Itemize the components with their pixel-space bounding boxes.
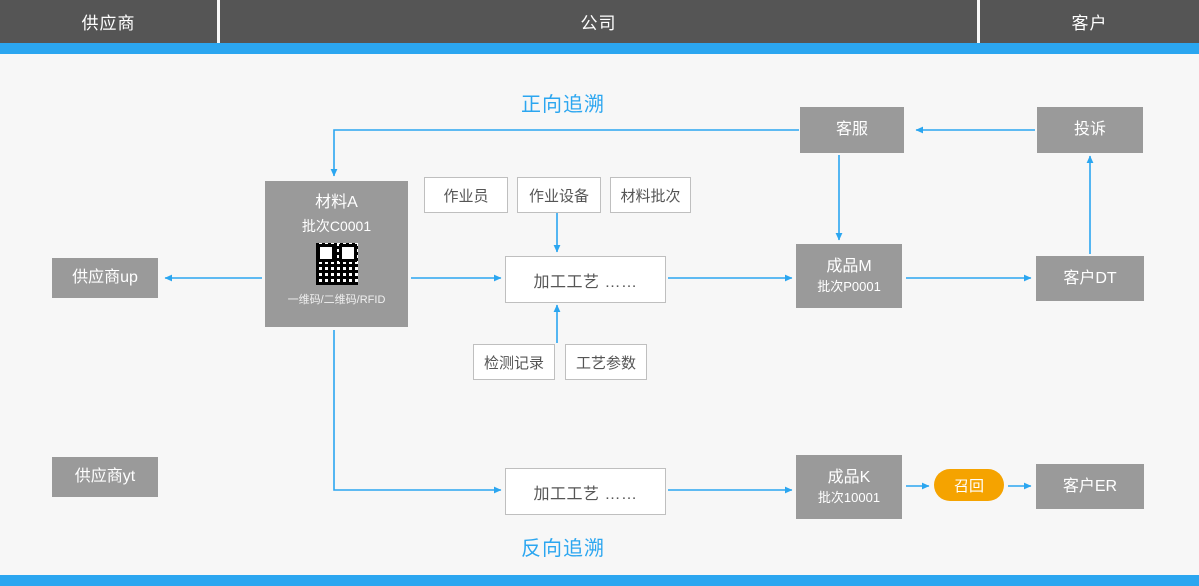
attr-equipment[interactable]: 作业设备	[517, 177, 601, 213]
header-label-supplier: 供应商	[81, 14, 136, 33]
node-customer-er-label: 客户ER	[1062, 477, 1118, 495]
attr-operator-label: 作业员	[443, 187, 489, 205]
node-customer-service[interactable]: 客服	[800, 107, 904, 153]
node-supplier-yt[interactable]: 供应商yt	[52, 457, 158, 497]
node-customer-er[interactable]: 客户ER	[1036, 464, 1144, 509]
node-process-bottom-label: 加工工艺 ……	[533, 485, 638, 503]
node-process-top[interactable]: 加工工艺 ……	[505, 256, 666, 303]
node-product-k-batch: 批次10001	[817, 490, 881, 506]
attr-equipment-label: 作业设备	[528, 187, 589, 205]
node-complaint-label: 投诉	[1073, 121, 1106, 139]
node-customer-service-label: 客服	[835, 121, 868, 139]
attr-process-parameter-label: 工艺参数	[575, 354, 636, 372]
attr-inspection-record[interactable]: 检测记录	[473, 344, 555, 380]
node-material-a[interactable]: 材料A 批次C0001 一维码/二维码/RFID	[265, 181, 408, 327]
attr-inspection-record-label: 检测记录	[483, 354, 544, 372]
node-customer-dt[interactable]: 客户DT	[1036, 256, 1144, 301]
material-name: 材料A	[315, 194, 358, 211]
attr-operator[interactable]: 作业员	[424, 177, 508, 213]
header-column-customer: 客户	[980, 0, 1199, 43]
top-blue-band	[0, 43, 1199, 54]
reverse-trace-title: 反向追溯	[521, 538, 605, 560]
node-customer-dt-label: 客户DT	[1063, 269, 1117, 287]
node-recall-label: 召回	[953, 477, 984, 495]
bottom-blue-band	[0, 575, 1199, 586]
header-label-company: 公司	[580, 14, 617, 33]
material-batch: 批次C0001	[301, 218, 372, 234]
forward-trace-title: 正向追溯	[521, 94, 605, 116]
header-column-supplier: 供应商	[0, 0, 217, 43]
node-recall[interactable]: 召回	[934, 469, 1004, 501]
node-product-k[interactable]: 成品K 批次10001	[796, 455, 902, 519]
attr-material-batch-label: 材料批次	[620, 187, 681, 205]
node-supplier-up[interactable]: 供应商up	[52, 258, 158, 298]
header-column-company: 公司	[220, 0, 977, 43]
node-process-top-label: 加工工艺 ……	[533, 273, 638, 291]
header-label-customer: 客户	[1071, 14, 1108, 33]
material-code-caption: 一维码/二维码/RFID	[287, 294, 386, 307]
node-product-m-name: 成品M	[826, 257, 872, 275]
attr-process-parameter[interactable]: 工艺参数	[565, 344, 647, 380]
node-process-bottom[interactable]: 加工工艺 ……	[505, 468, 666, 515]
attr-material-batch[interactable]: 材料批次	[610, 177, 691, 213]
node-supplier-yt-label: 供应商yt	[74, 468, 136, 486]
qr-code-icon	[315, 243, 358, 286]
node-product-m[interactable]: 成品M 批次P0001	[796, 244, 902, 308]
node-product-k-name: 成品K	[827, 468, 871, 486]
node-product-m-batch: 批次P0001	[817, 279, 881, 295]
node-supplier-up-label: 供应商up	[72, 269, 138, 287]
node-complaint[interactable]: 投诉	[1037, 107, 1143, 153]
